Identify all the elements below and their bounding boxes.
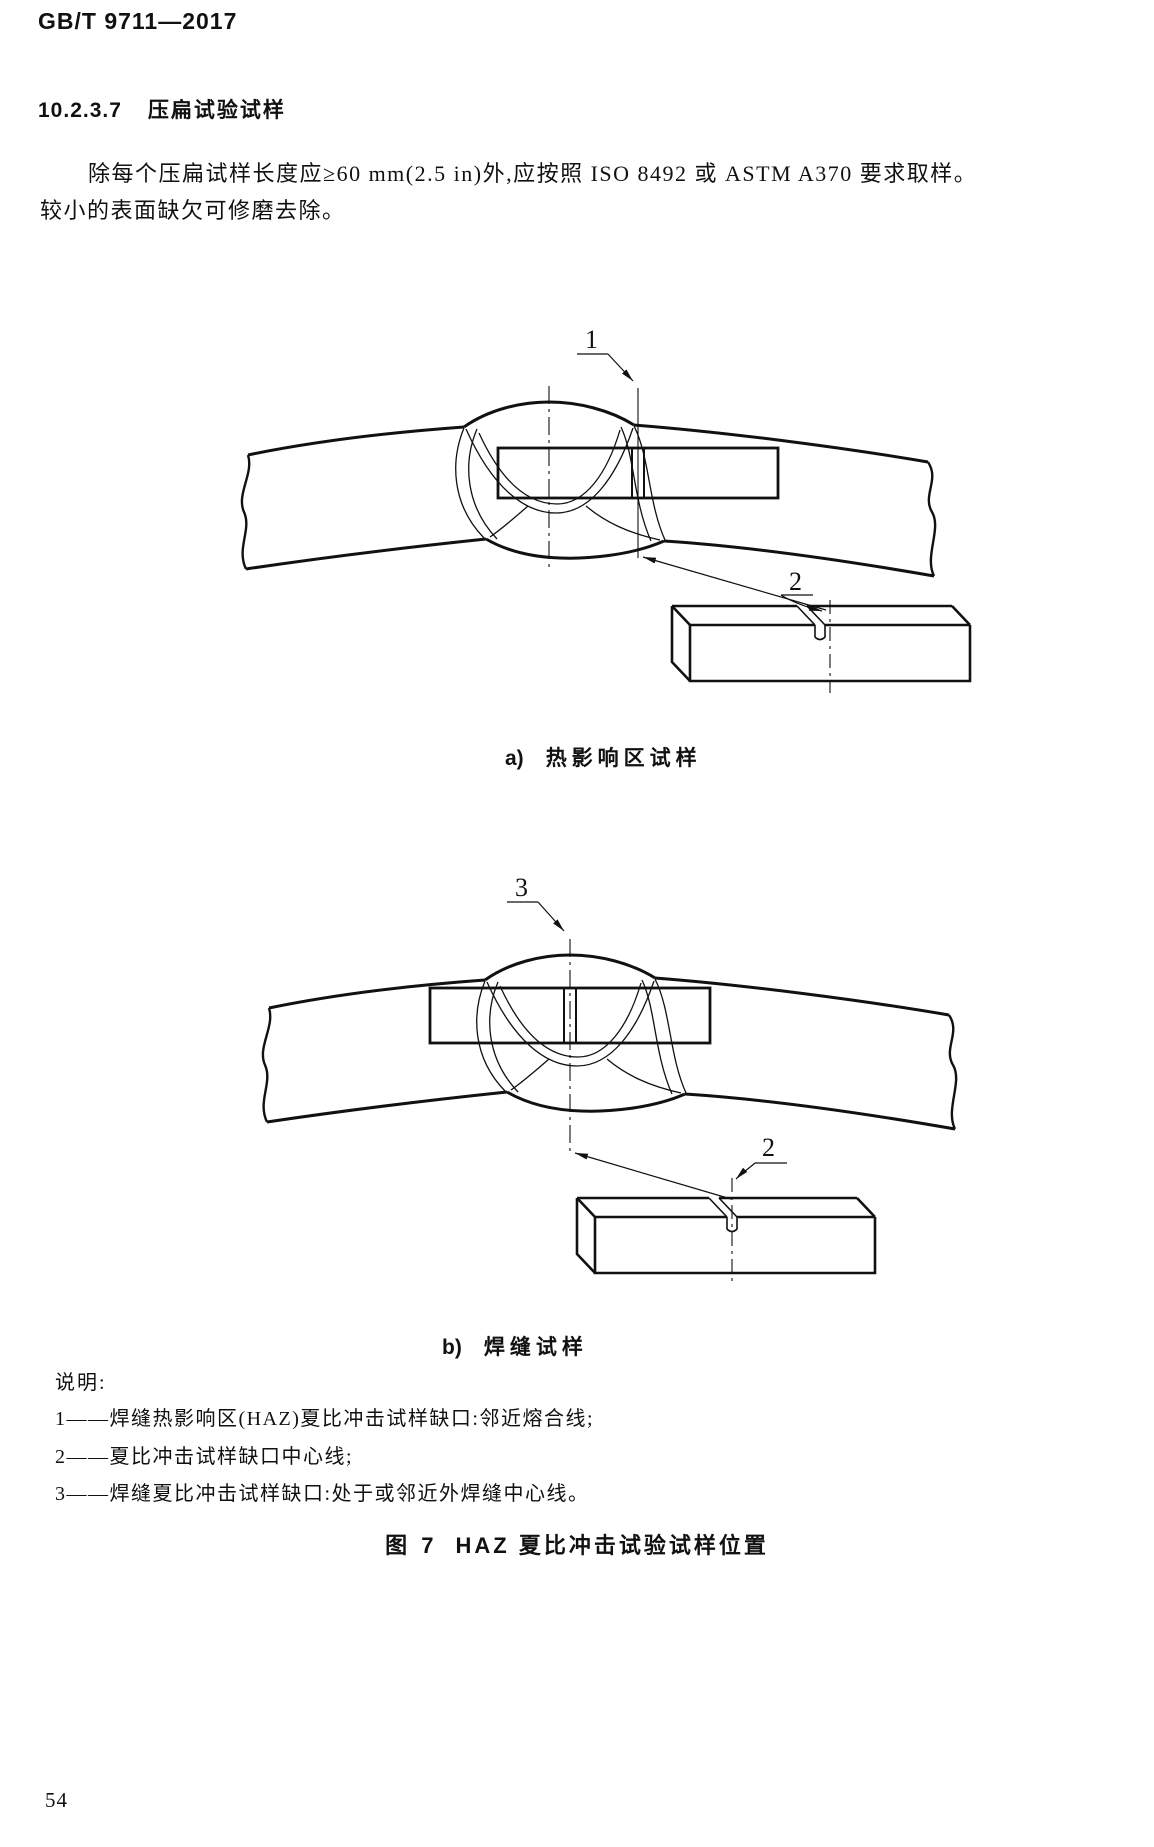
- callout-1: 1: [577, 325, 634, 382]
- pipe-weld-cross-section-a: [240, 400, 937, 578]
- legend-title: 说明:: [55, 1372, 107, 1394]
- charpy-specimen-outline-b: [428, 986, 712, 1045]
- pipe-break-edge-left-b: [261, 1007, 272, 1123]
- section-heading: 10.2.3.7 压扁试验试样: [38, 94, 286, 124]
- caption-b-label: b): [442, 1336, 462, 1359]
- legend-item-3: 3——焊缝夏比冲击试样缺口:处于或邻近外焊缝中心线。: [55, 1483, 590, 1505]
- fusion-lines-b: [476, 978, 687, 1095]
- callout-2-a: 2: [642, 556, 827, 612]
- caption-a-label: a): [505, 747, 524, 770]
- inner-weld-bead-a: [485, 537, 665, 560]
- pipe-break-edge-right-a: [926, 461, 937, 577]
- callout-3-label: 3: [515, 873, 528, 902]
- bar-notch-a: [814, 625, 826, 641]
- charpy-bar-b: [575, 1178, 877, 1285]
- figure-number: 图 7: [385, 1533, 438, 1558]
- callout-1-label: 1: [585, 325, 598, 354]
- page-number: 54: [45, 1788, 68, 1812]
- callout-2-b: 2: [574, 1133, 787, 1200]
- bar-notch-b: [726, 1217, 738, 1233]
- section-number: 10.2.3.7: [38, 99, 122, 122]
- caption-b-text: 焊缝试样: [483, 1336, 588, 1359]
- section-title: 压扁试验试样: [147, 99, 286, 122]
- caption-sub-a: a) 热影响区试样: [505, 742, 702, 772]
- fusion-lines-a: [455, 425, 666, 542]
- legend-item-2: 2——夏比冲击试样缺口中心线;: [55, 1446, 354, 1468]
- pipe-break-edge-left-a: [240, 454, 251, 570]
- callout-2-label-a: 2: [789, 567, 802, 596]
- charpy-specimen-outline-a: [496, 388, 780, 558]
- body-paragraph-line-2: 较小的表面缺欠可修磨去除。: [40, 198, 346, 223]
- body-paragraph-line-1: 除每个压扁试样长度应≥60 mm(2.5 in)外,应按照 ISO 8492 或…: [88, 161, 978, 186]
- figure-title: 图 7 HAZ 夏比冲击试验试样位置: [0, 1528, 1154, 1560]
- figure-b-weld-specimen-drawing: 3 2: [261, 873, 958, 1285]
- caption-sub-b: b) 焊缝试样: [442, 1331, 588, 1361]
- caption-a-text: 热影响区试样: [545, 747, 702, 770]
- legend-item-1: 1——焊缝热影响区(HAZ)夏比冲击试样缺口:邻近熔合线;: [55, 1408, 595, 1430]
- figure-a-haz-specimen-drawing: 1 2: [240, 325, 972, 693]
- pipe-break-edge-right-b: [947, 1014, 958, 1130]
- charpy-bar-a: [670, 600, 972, 693]
- document-code-header: GB/T 9711—2017: [38, 8, 238, 34]
- callout-3: 3: [507, 873, 565, 932]
- callout-2-label-b: 2: [762, 1133, 775, 1162]
- figure-title-text: HAZ 夏比冲击试验试样位置: [455, 1533, 769, 1558]
- inner-weld-bead-b: [506, 1090, 686, 1113]
